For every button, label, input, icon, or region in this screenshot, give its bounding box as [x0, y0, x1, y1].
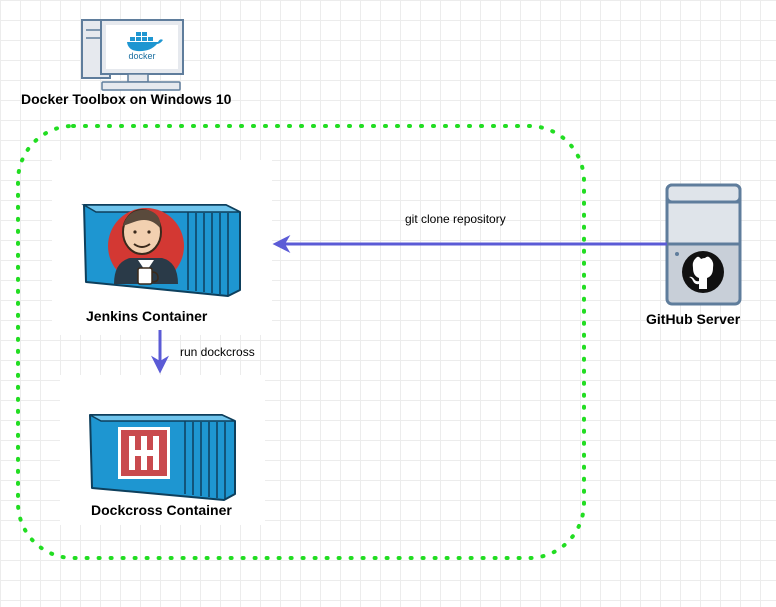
desktop-computer-icon: docker: [81, 19, 184, 91]
github-server-icon: [665, 183, 742, 306]
jenkins-butler-icon: [108, 208, 184, 285]
jenkins-container-icon: [81, 204, 241, 297]
jenkins-container-label: Jenkins Container: [86, 308, 208, 324]
docker-host-label: Docker Toolbox on Windows 10: [21, 91, 232, 107]
run-dockcross-edge-label: run dockcross: [180, 345, 255, 359]
github-logo-icon: [682, 251, 724, 293]
github-server-label: GitHub Server: [646, 311, 741, 327]
dockcross-logo-icon: [118, 427, 170, 479]
docker-host-boundary: [16, 124, 586, 560]
docker-logo-text: docker: [128, 51, 155, 61]
dockcross-container-label: Dockcross Container: [91, 502, 232, 518]
dockcross-container-icon: [89, 414, 236, 501]
docker-whale-icon: [127, 32, 163, 52]
git-clone-edge-label: git clone repository: [405, 212, 506, 226]
